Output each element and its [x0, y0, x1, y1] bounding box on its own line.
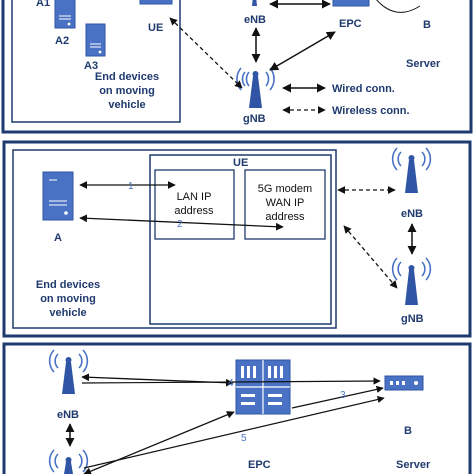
legend-wired-label: Wired conn.	[332, 83, 395, 95]
end-devices-line-1: End devices	[95, 71, 159, 83]
epc-label: EPC	[339, 18, 362, 30]
device-label-a: A	[54, 232, 62, 244]
gnb-server-arrow-5	[83, 395, 385, 469]
panel-1-frame	[1, 0, 473, 134]
gnb-label: gNB	[243, 113, 266, 125]
end-devices-line-3: vehicle	[49, 307, 86, 319]
epc-label: EPC	[248, 459, 271, 471]
antenna-icon	[48, 449, 89, 474]
wan-ip-line-1: 5G modem	[258, 183, 312, 195]
legend: Wired conn. Wireless conn.	[282, 83, 410, 117]
ue-gnb-wireless-arrow	[343, 225, 398, 289]
end-devices-line-2: on moving	[40, 293, 96, 305]
ue-gnb-wireless-arrow	[169, 17, 243, 89]
end-devices-label: End devices on moving vehicle	[36, 279, 100, 319]
ue-box	[149, 154, 332, 325]
ue-label: UE	[148, 22, 163, 34]
server-icon	[54, 0, 76, 29]
server-icon	[42, 171, 74, 221]
epc-icon	[332, 0, 370, 7]
end-devices-line-2: on moving	[99, 85, 155, 97]
antenna-icon	[252, 0, 257, 6]
lan-ip-line-1: LAN IP	[177, 191, 212, 203]
server-label: Server	[396, 459, 431, 471]
server-icon	[85, 23, 106, 57]
wan-ip-box	[244, 169, 326, 240]
antenna-icon	[48, 349, 89, 394]
end-devices-line-3: vehicle	[108, 99, 145, 111]
vehicle-box	[12, 149, 337, 329]
gnb-epc-wired-arrow	[269, 31, 336, 71]
enb-label: eNB	[57, 409, 79, 421]
epc-server-arrow-3	[291, 385, 384, 409]
arrow-label-4: 4	[228, 378, 234, 389]
arrow-label-3: 3	[340, 390, 346, 401]
epc-icon	[235, 359, 291, 415]
panel-2-frame	[2, 140, 472, 338]
legend-wireless-label: Wireless conn.	[332, 105, 410, 117]
panel-3-frame	[2, 342, 472, 474]
enb-label: eNB	[401, 208, 423, 220]
panel-3: eNB EPC	[2, 342, 472, 474]
device-label-a1: A1	[36, 0, 50, 9]
gnb-label: gNB	[401, 313, 424, 325]
end-devices-line-1: End devices	[36, 279, 100, 291]
antenna-icon	[236, 67, 275, 108]
a-wan-arrow-2	[79, 214, 284, 231]
ue-label: UE	[233, 157, 248, 169]
server-icon	[384, 375, 424, 391]
b-label: B	[404, 425, 412, 437]
wan-ip-line-2: WAN IP	[266, 197, 305, 209]
gnb-epc-arrow	[83, 411, 235, 474]
enb-server-arrow-4	[81, 377, 381, 385]
ue-router-icon	[139, 0, 173, 5]
arrow-label-2: 2	[177, 219, 183, 230]
lan-ip-line-2: address	[174, 205, 214, 217]
epc-server-arc	[376, 0, 421, 13]
enb-label: eNB	[244, 14, 266, 26]
panel-2: UE LAN IP address 5G modem WAN IP addres…	[2, 140, 472, 338]
end-devices-label: End devices on moving vehicle	[95, 71, 159, 111]
wan-ip-line-3: address	[265, 211, 305, 223]
b-label: B	[423, 19, 431, 31]
lan-ip-box	[154, 169, 235, 240]
device-label-a2: A2	[55, 35, 69, 47]
server-label: Server	[406, 58, 441, 70]
arrow-label-5: 5	[241, 433, 247, 444]
arrow-label-1: 1	[128, 181, 134, 192]
panel-1: A1 A2 A3 End devices on moving vehicle U…	[1, 0, 473, 134]
device-label-a3: A3	[84, 60, 98, 72]
antenna-icon	[391, 257, 432, 305]
antenna-icon	[391, 147, 432, 193]
